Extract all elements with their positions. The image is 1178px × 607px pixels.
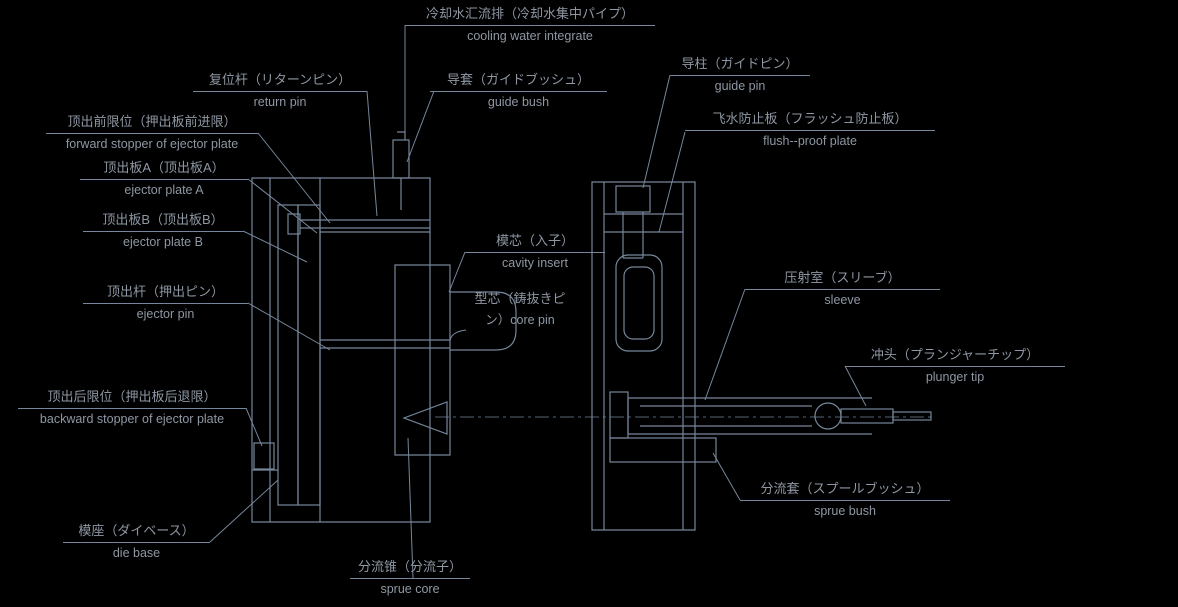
- label-ejector-plate-a: 顶出板A（顶出板A） ejector plate A: [80, 159, 248, 199]
- cavity-block-shape: [394, 264, 451, 456]
- plunger-rod-shape: [840, 408, 894, 424]
- label-zh: 顶出后限位（押出板后退限）: [18, 388, 246, 409]
- label-en: ejector plate B: [123, 235, 203, 249]
- label-en: guide pin: [714, 79, 766, 93]
- label-en: cooling water integrate: [467, 29, 593, 43]
- sprue-bush-flange-shape: [609, 391, 629, 439]
- label-zh: 压射室（スリーブ）: [745, 269, 940, 290]
- label-flush-proof: 飞水防止板（フラッシュ防止板） flush--proof plate: [685, 110, 935, 150]
- label-die-base: 模座（ダイベース） die base: [63, 522, 210, 562]
- label-zh: 分流套（スプールブッシュ）: [740, 480, 950, 501]
- return-pin-head-shape: [287, 213, 301, 235]
- die-base-outline: [251, 177, 431, 523]
- label-cavity-insert: 模芯（入子） cavity insert: [465, 232, 605, 272]
- leader-forward-stopper: [257, 132, 331, 224]
- label-ejector-plate-b: 顶出板B（顶出板B） ejector plate B: [83, 211, 243, 251]
- label-zh: 模芯（入子）: [465, 232, 605, 253]
- label-en: sprue bush: [814, 504, 876, 518]
- label-return-pin: 复位杆（リターンピン） return pin: [193, 71, 367, 111]
- leader-return-pin: [366, 90, 378, 217]
- leader-lines: [209, 25, 867, 579]
- backward-stopper-shape: [253, 442, 275, 470]
- moving-die-half: [251, 131, 517, 523]
- label-en: sprue core: [380, 582, 440, 596]
- plunger-tip-shape: [814, 402, 842, 430]
- fixed-die-half: [435, 181, 935, 531]
- label-en: flush--proof plate: [763, 134, 857, 148]
- leader-flush-proof: [658, 131, 686, 233]
- cooling-connector-shape: [392, 139, 410, 179]
- leader-ejector-plate-b: [242, 230, 308, 263]
- label-zh: 顶出板B（顶出板B）: [83, 211, 243, 232]
- cavity-insert-inner-shape: [623, 266, 655, 340]
- label-zh: 冲头（プランジャーチップ）: [845, 346, 1065, 367]
- leader-sleeve: [704, 288, 746, 401]
- ejector-plate-b-shape: [297, 204, 321, 506]
- guide-pin-head-shape: [615, 185, 651, 213]
- ejector-pin-lines: [320, 339, 450, 349]
- leader-ejector-pin: [247, 302, 331, 351]
- label-en: return pin: [253, 95, 307, 109]
- sprue-core-shape: [402, 401, 448, 435]
- label-zh: 冷却水汇流排（冷却水集中パイプ）: [405, 5, 655, 26]
- label-en: ejector pin: [136, 307, 195, 321]
- leader-guide-bush: [406, 90, 435, 163]
- label-zh: 复位杆（リターンピン）: [193, 71, 367, 92]
- label-plunger-tip: 冲头（プランジャーチップ） plunger tip: [845, 346, 1065, 386]
- label-zh: 模座（ダイベース）: [63, 522, 210, 543]
- label-zh: 型芯（鋳抜きピ: [474, 291, 566, 306]
- label-en: sleeve: [824, 293, 861, 307]
- label-sprue-bush: 分流套（スプールブッシュ） sprue bush: [740, 480, 950, 520]
- label-zh: 导柱（ガイドピン）: [670, 55, 810, 76]
- cooling-connector-nipple: [397, 131, 406, 210]
- leader-core-pin: [449, 329, 467, 343]
- label-en: ejector plate A: [124, 183, 204, 197]
- label-en: die base: [112, 546, 161, 560]
- label-guide-pin: 导柱（ガイドピン） guide pin: [670, 55, 810, 95]
- label-zh: 导套（ガイドブッシュ）: [430, 71, 607, 92]
- ejector-plate-a-shape: [277, 204, 299, 506]
- label-en: guide bush: [487, 95, 550, 109]
- label-en: forward stopper of ejector plate: [65, 137, 239, 151]
- core-pin-tab-shape: [450, 291, 517, 351]
- label-zh: 顶出板A（顶出板A）: [80, 159, 248, 180]
- cavity-insert-shape: [615, 254, 663, 352]
- label-guide-bush: 导套（ガイドブッシュ） guide bush: [430, 71, 607, 111]
- leader-die-base: [209, 479, 279, 543]
- label-backward-stopper: 顶出后限位（押出板后退限） backward stopper of ejecto…: [18, 388, 246, 428]
- sprue-bush-shape: [609, 437, 717, 463]
- leader-sprue-bush: [712, 452, 741, 501]
- leader-plunger-tip: [844, 365, 867, 407]
- return-pin-shape: [300, 219, 430, 229]
- leader-guide-pin: [642, 74, 671, 189]
- label-en: ン）core pin: [485, 313, 555, 327]
- label-zh: 顶出杆（押出ピン）: [83, 283, 248, 304]
- label-en: plunger tip: [925, 370, 985, 384]
- label-zh: 飞水防止板（フラッシュ防止板）: [685, 110, 935, 131]
- leader-sprue-core: [407, 437, 414, 579]
- label-en: cavity insert: [502, 256, 568, 270]
- label-ejector-pin: 顶出杆（押出ピン） ejector pin: [83, 283, 248, 323]
- leader-ejector-plate-a: [247, 178, 318, 234]
- label-cooling-water: 冷却水汇流排（冷却水集中パイプ） cooling water integrate: [405, 5, 655, 45]
- fixed-half-outline: [591, 181, 696, 531]
- sleeve-shape: [627, 397, 872, 435]
- guide-pin-body-shape: [622, 212, 644, 259]
- label-sleeve: 压射室（スリーブ） sleeve: [745, 269, 940, 309]
- label-sprue-core: 分流锥（分流子） sprue core: [350, 558, 470, 598]
- label-forward-stopper: 顶出前限位（押出板前进限） forward stopper of ejector…: [46, 113, 258, 153]
- plunger-rod-tip-shape: [892, 411, 932, 421]
- leader-backward-stopper: [245, 407, 263, 447]
- label-zh: 顶出前限位（押出板前进限）: [46, 113, 258, 134]
- label-zh: 分流锥（分流子）: [350, 558, 470, 579]
- leader-cavity-insert: [448, 251, 466, 293]
- label-core-pin: 型芯（鋳抜きピ ン）core pin: [460, 290, 580, 329]
- label-en: backward stopper of ejector plate: [39, 412, 225, 426]
